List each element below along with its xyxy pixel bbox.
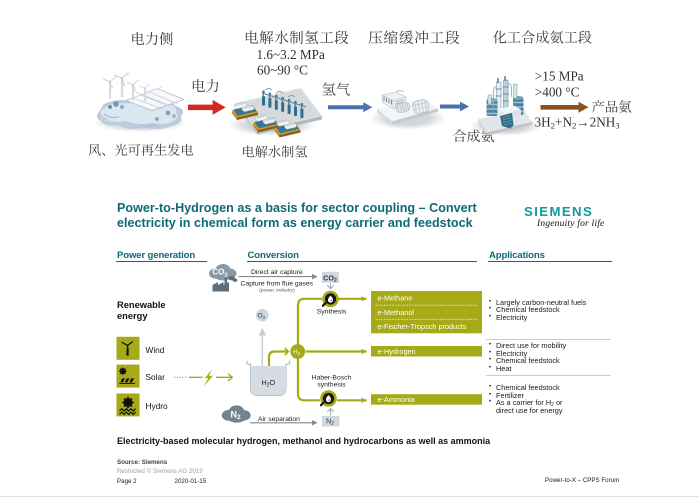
svg-text:H2O: H2O xyxy=(261,378,275,388)
svg-text:O2: O2 xyxy=(258,313,266,321)
svg-text:Direct air capture: Direct air capture xyxy=(251,269,303,276)
svg-text:CO2: CO2 xyxy=(323,273,337,283)
svg-text:CO2: CO2 xyxy=(212,268,227,279)
svg-text:synthesis: synthesis xyxy=(317,382,346,389)
svg-text:e-Methane: e-Methane xyxy=(378,294,413,303)
svg-text:Air separation: Air separation xyxy=(258,416,300,423)
svg-text:N2: N2 xyxy=(326,419,334,427)
svg-text:(power, industry): (power, industry) xyxy=(259,287,295,293)
svg-text:e-Hydrogen: e-Hydrogen xyxy=(378,347,416,356)
svg-text:1.6~3.2 MPa: 1.6~3.2 MPa xyxy=(257,47,325,62)
svg-text:N2: N2 xyxy=(230,410,241,422)
svg-text:Capture from flue gases: Capture from flue gases xyxy=(241,281,314,288)
svg-text:e-Fischer-Tropsch products: e-Fischer-Tropsch products xyxy=(378,322,467,331)
svg-text:e-Methanol: e-Methanol xyxy=(378,308,415,317)
svg-text:3H2+N2→2NH3: 3H2+N2→2NH3 xyxy=(535,115,621,131)
svg-text:>15 MPa: >15 MPa xyxy=(535,69,584,84)
svg-text:>400 °C: >400 °C xyxy=(535,85,580,100)
svg-text:60~90 °C: 60~90 °C xyxy=(257,63,308,78)
svg-text:Haber-Bosch: Haber-Bosch xyxy=(312,375,352,382)
svg-text:e-Ammonia: e-Ammonia xyxy=(378,395,416,404)
svg-text:Synthesis: Synthesis xyxy=(317,309,347,316)
svg-text:H2: H2 xyxy=(293,350,300,356)
